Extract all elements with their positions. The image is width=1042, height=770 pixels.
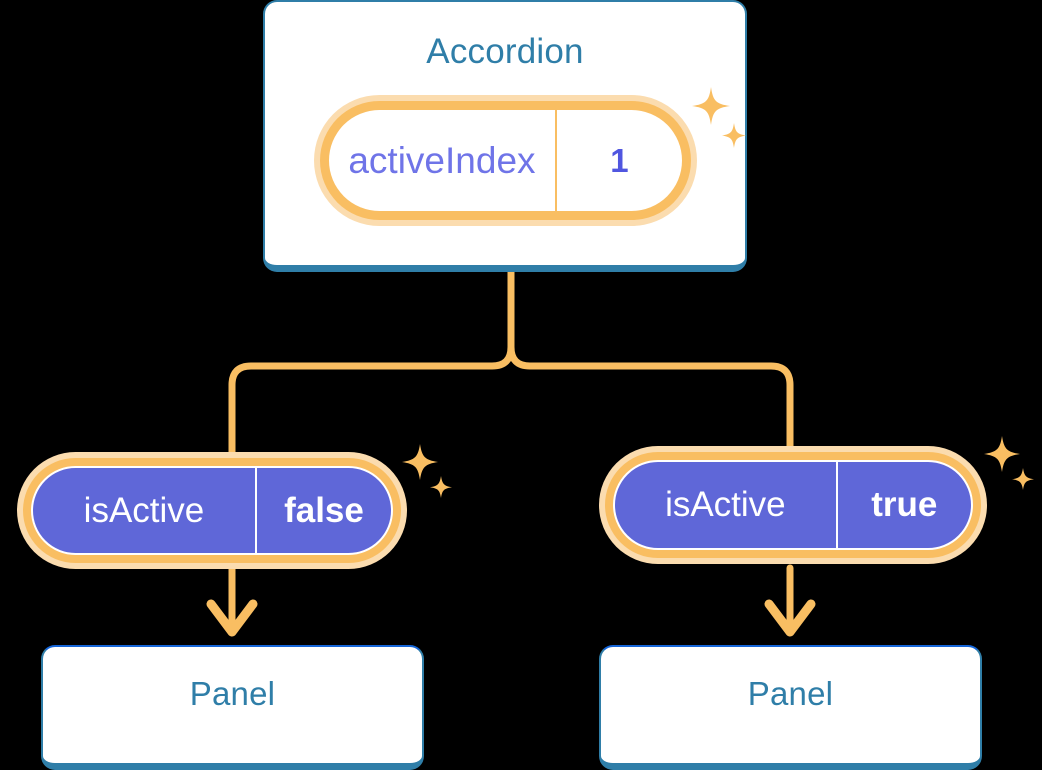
wire-parent-to-right (507, 266, 794, 456)
arrowhead-right (764, 599, 816, 637)
pill-body: activeIndex 1 (329, 110, 682, 211)
pill-value-label: 1 (554, 110, 682, 211)
sparkle-big-icon (402, 444, 438, 480)
component-title-panel-right: Panel (747, 675, 834, 712)
sparkle-small-icon (430, 476, 452, 498)
state-pill-isActive-right[interactable]: isActive true (599, 446, 987, 564)
pill-value-label: true (835, 462, 971, 548)
sparkle-left-group (402, 444, 452, 498)
component-box-panel-left[interactable]: Panel (41, 645, 424, 770)
arrowhead-left (206, 599, 258, 637)
pill-key-label: activeIndex (348, 139, 536, 181)
sparkle-small-icon (1012, 468, 1034, 490)
component-title-accordion: Accordion (426, 32, 584, 71)
component-box-panel-right[interactable]: Panel (599, 645, 982, 770)
pill-body: isActive true (613, 460, 973, 550)
pill-value-label: false (254, 468, 391, 553)
sparkle-big-icon (984, 436, 1020, 472)
state-pill-isActive-left[interactable]: isActive false (17, 452, 407, 569)
wire-parent-to-left (228, 266, 515, 456)
component-title-panel-left: Panel (189, 675, 276, 712)
pill-body: isActive false (31, 466, 393, 555)
state-pill-activeIndex[interactable]: activeIndex 1 (314, 95, 697, 226)
pill-key-label: isActive (665, 485, 786, 524)
pill-key-label: isActive (83, 490, 205, 530)
sparkle-right-group (984, 436, 1034, 490)
